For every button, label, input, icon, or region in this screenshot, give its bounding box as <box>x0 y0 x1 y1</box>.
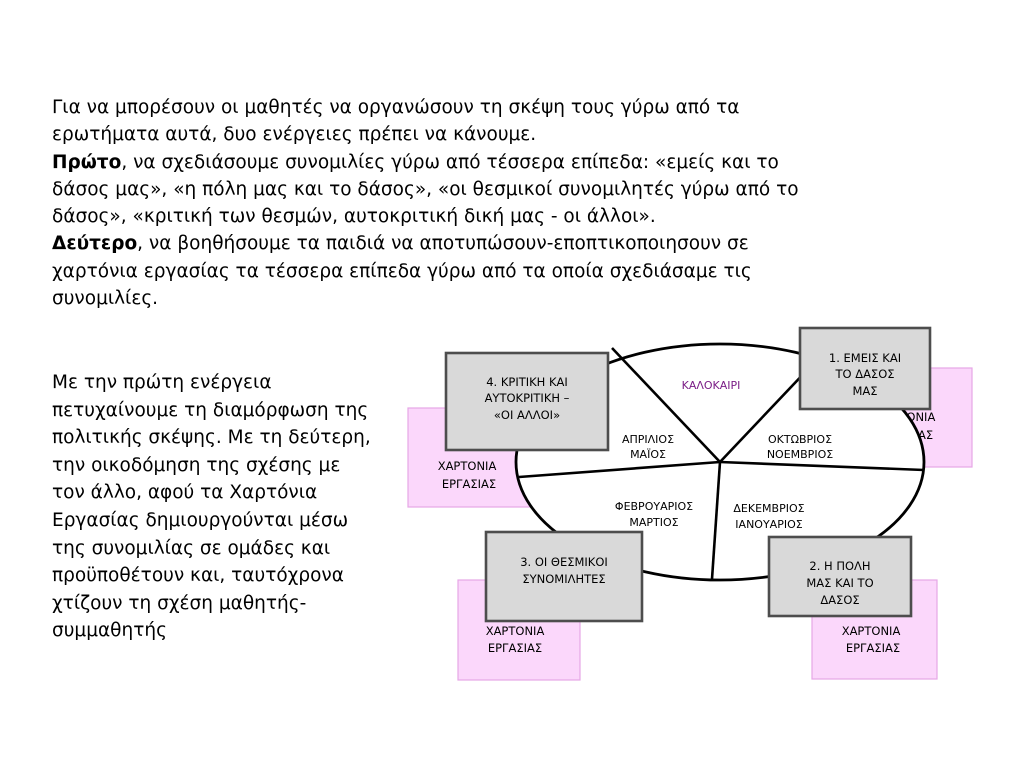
worksheet-card-bottom-left: ΧΑΡΤΟΝΙΑ ΕΡΓΑΣΙΑΣ <box>457 579 581 681</box>
card-label-2: ΕΡΓΑΣΙΑΣ <box>488 641 542 655</box>
segment-dec-jan-line1: ΔΕΚΕΜΒΡΙΟΣ <box>733 502 804 515</box>
intro-text: Για να μπορέσουν οι μαθητές να οργανώσου… <box>52 97 740 146</box>
segment-divider <box>719 460 925 472</box>
level-4-line1: 4. ΚΡΙΤΙΚΗ ΚΑΙ <box>486 375 568 389</box>
level-1-line1: 1. ΕΜΕΙΣ ΚΑΙ <box>829 351 901 365</box>
level-4-line2: ΑΥΤΟΚΡΙΤΙΚΗ – <box>485 391 570 405</box>
level-2-line3: ΔΑΣΟΣ <box>820 593 859 607</box>
level-1-line3: ΜΑΣ <box>852 384 877 398</box>
explanation-paragraph: Με την πρώτη ενέργεια πετυχαίνουμε τη δι… <box>52 372 371 642</box>
segment-oct-nov-line1: ΟΚΤΩΒΡΙΟΣ <box>768 433 832 446</box>
segment-apr-may-line1: ΑΠΡΙΛΙΟΣ <box>622 433 674 446</box>
year-cycle-ellipse: ΚΑΛΟΚΑΙΡΙ ΟΚΤΩΒΡΙΟΣ ΝΟΕΜΒΡΙΟΣ ΔΕΚΕΜΒΡΙΟΣ… <box>514 342 926 582</box>
card-label-2: ΕΡΓΑΣΙΑΣ <box>846 641 900 655</box>
segment-summer: ΚΑΛΟΚΑΙΡΙ <box>682 379 741 392</box>
card-label-2: ΕΡΓΑΣΙΑΣ <box>879 428 933 442</box>
intro-paragraph: Για να μπορέσουν οι μαθητές να οργανώσου… <box>52 94 812 312</box>
segment-divider <box>518 460 721 479</box>
level-1-line2: ΤΟ ΔΑΣΟΣ <box>834 367 894 381</box>
card-label-1: ΧΑΡΤΟΝΙΑ <box>842 624 901 638</box>
card-label-1: ΧΑΡΤΟΝΙΑ <box>438 459 497 473</box>
level-4-line3: «ΟΙ ΑΛΛΟΙ» <box>494 408 560 422</box>
level-box-4: 4. ΚΡΙΤΙΚΗ ΚΑΙ ΑΥΤΟΚΡΙΤΙΚΗ – «ΟΙ ΑΛΛΟΙ» <box>444 351 610 452</box>
card-label-1: ΧΑΡΤΟΝΙΑ <box>486 624 545 638</box>
level-2-line1: 2. Η ΠΟΛΗ <box>809 559 870 573</box>
level-3-line1: 3. ΟΙ ΘΕΣΜΙΚΟΙ <box>520 555 608 569</box>
first-label: Πρώτο <box>52 151 122 173</box>
worksheet-card-right-top: ΧΑΡΤΟΝΙΑ ΕΡΓΑΣΙΑΣ <box>848 367 973 468</box>
level-box-3: 3. ΟΙ ΘΕΣΜΙΚΟΙ ΣΥΝΟΜΙΛΗΤΕΣ <box>484 530 644 623</box>
worksheet-card-left: ΧΑΡΤΟΝΙΑ ΕΡΓΑΣΙΑΣ <box>407 407 536 508</box>
segment-dec-jan-line2: ΙΑΝΟΥΑΡΙΟΣ <box>735 518 802 531</box>
level-3-line2: ΣΥΝΟΜΙΛΗΤΕΣ <box>522 572 605 586</box>
segment-feb-mar-line2: ΜΑΡΤΙΟΣ <box>629 516 678 529</box>
card-label-1: ΧΑΡΤΟΝΙΑ <box>877 410 936 424</box>
segment-apr-may-line2: ΜΑΪΟΣ <box>630 448 666 461</box>
second-text: , να βοηθήσουμε τα παιδιά να αποτυπώσουν… <box>52 233 752 310</box>
worksheet-card-bottom-right: ΧΑΡΤΟΝΙΑ ΕΡΓΑΣΙΑΣ <box>811 579 938 680</box>
level-2-line2: ΜΑΣ ΚΑΙ ΤΟ <box>806 576 873 590</box>
segment-divider <box>719 347 829 463</box>
segment-divider <box>710 461 722 580</box>
segment-feb-mar-line1: ΦΕΒΡΟΥΑΡΙΟΣ <box>615 500 693 513</box>
segment-oct-nov-line2: ΝΟΕΜΒΡΙΟΣ <box>767 448 833 461</box>
card-label-2: ΕΡΓΑΣΙΑΣ <box>442 477 496 491</box>
second-label: Δεύτερο <box>52 233 138 255</box>
level-box-1: 1. ΕΜΕΙΣ ΚΑΙ ΤΟ ΔΑΣΟΣ ΜΑΣ <box>798 326 932 411</box>
level-box-2: 2. Η ΠΟΛΗ ΜΑΣ ΚΑΙ ΤΟ ΔΑΣΟΣ <box>767 535 913 618</box>
first-text: , να σχεδιάσουμε συνομιλίες γύρω από τέσ… <box>52 151 799 228</box>
segment-divider <box>611 347 721 463</box>
